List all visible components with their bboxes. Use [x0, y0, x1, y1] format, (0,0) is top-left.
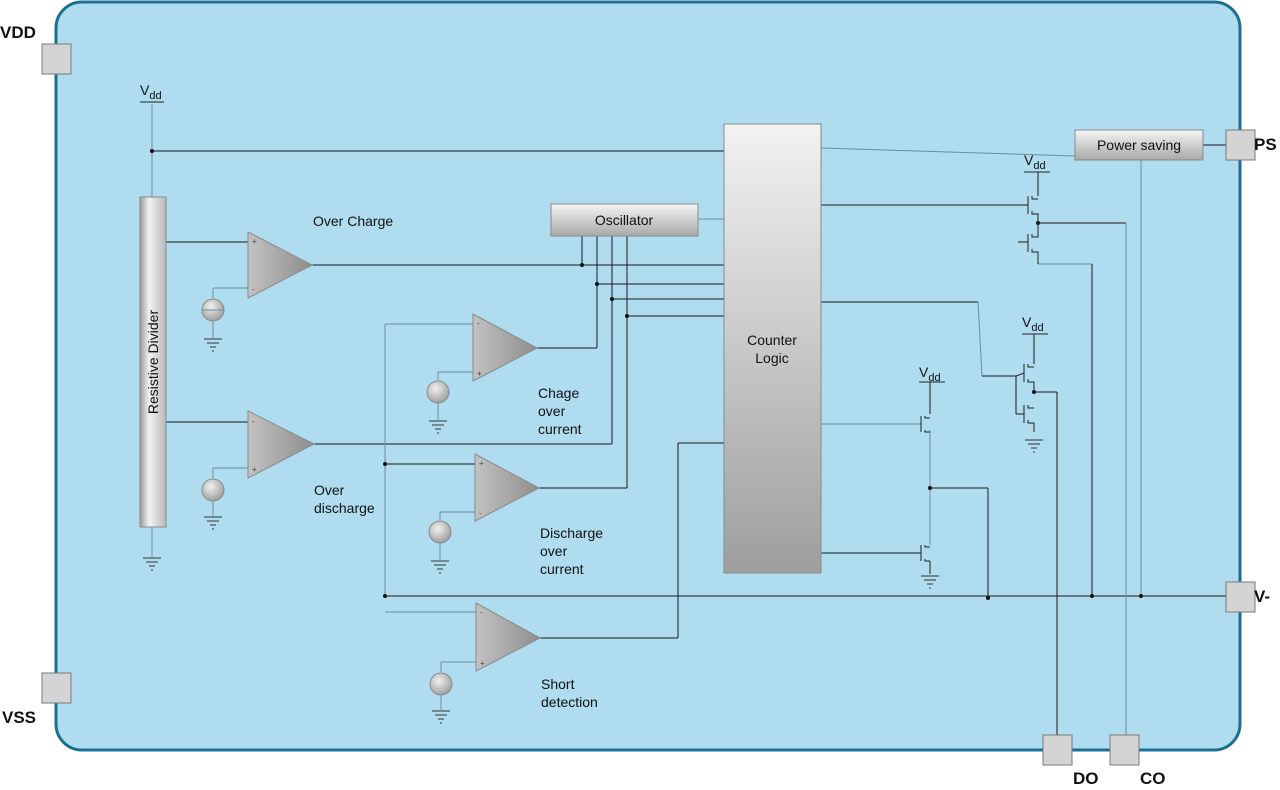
ground-icon	[204, 516, 222, 530]
counter-logic-label-line-2: Logic	[755, 350, 788, 366]
over-charge-label: Over Charge	[313, 213, 393, 229]
svg-text:+: +	[477, 369, 482, 378]
discharge-over-current-label-1: Discharge	[540, 525, 603, 541]
pin-do	[1042, 734, 1073, 766]
comparator-short-detection: - +	[475, 602, 542, 672]
svg-text:-: -	[477, 319, 480, 328]
charge-over-current-label-1: Chage	[538, 385, 579, 401]
counter-logic-block: Counter Logic	[723, 123, 822, 574]
comparator-over-charge: + -	[247, 231, 314, 299]
svg-text:+: +	[252, 237, 257, 246]
over-discharge-label-1: Over	[314, 482, 345, 498]
ground-icon	[431, 560, 449, 574]
svg-text:+: +	[479, 459, 484, 468]
vdd-supply-label-2: Vdd	[1024, 152, 1046, 172]
co-transistor-pair	[1027, 196, 1039, 264]
junction-dots	[150, 149, 1143, 600]
svg-text:-: -	[252, 285, 255, 294]
comparator-charge-over-current: - +	[472, 313, 539, 382]
short-detection-label-2: detection	[541, 694, 598, 710]
pin-vminus-label: V-	[1254, 587, 1270, 606]
ground-icon	[204, 338, 222, 352]
svg-text:-: -	[252, 417, 255, 426]
pin-ps	[1225, 129, 1256, 161]
ground-icon	[432, 710, 450, 724]
mid-ground-icon	[921, 575, 939, 589]
pin-vss	[41, 672, 72, 704]
discharge-over-current-label-2: over	[540, 543, 568, 559]
oscillator-label: Oscillator	[595, 212, 654, 228]
resistive-divider-label: Resistive Divider	[145, 310, 161, 415]
svg-text:+: +	[480, 659, 485, 668]
counter-logic-label-line-1: Counter	[747, 332, 797, 348]
charge-over-current-label-3: current	[538, 421, 582, 437]
reference-source-2	[426, 371, 473, 434]
pin-vdd-label: VDD	[0, 23, 36, 42]
svg-text:+: +	[252, 465, 257, 474]
do-ground-icon	[1025, 439, 1043, 453]
short-detection-label-1: Short	[541, 676, 575, 692]
svg-text:-: -	[479, 509, 482, 518]
svg-text:-: -	[480, 608, 483, 617]
mid-transistor-pair	[920, 416, 930, 562]
pin-vminus	[1225, 581, 1256, 613]
pin-vss-label: VSS	[2, 708, 36, 727]
ground-icon	[429, 420, 447, 434]
vdd-supply-label-4: Vdd	[919, 364, 941, 384]
reference-source-1	[201, 287, 248, 352]
vdd-supply-label-1: Vdd	[140, 82, 162, 102]
pin-do-label: DO	[1073, 769, 1099, 788]
oscillator-block: Oscillator	[550, 203, 699, 237]
vdd-supply-label-3: Vdd	[1022, 314, 1044, 334]
pin-co	[1109, 734, 1140, 766]
pin-ps-label: PS	[1254, 135, 1277, 154]
reference-source-3	[201, 467, 248, 530]
chip-body	[54, 0, 1242, 752]
comparator-discharge-over-current: + -	[474, 453, 541, 522]
power-saving-label: Power saving	[1097, 137, 1181, 153]
discharge-over-current-label-3: current	[540, 561, 584, 577]
power-saving-block: Power saving	[1074, 129, 1204, 161]
divider-ground-icon	[143, 527, 161, 571]
pin-co-label: CO	[1140, 769, 1166, 788]
reference-source-5	[429, 661, 476, 724]
reference-source-4	[428, 511, 475, 574]
pin-vdd	[41, 43, 72, 75]
over-discharge-label-2: discharge	[314, 500, 375, 516]
do-transistor-pair	[1015, 364, 1035, 432]
resistive-divider-block: Resistive Divider	[139, 196, 167, 528]
wires	[151, 104, 1226, 735]
comparator-over-discharge: - +	[247, 410, 316, 479]
charge-over-current-label-2: over	[538, 403, 566, 419]
